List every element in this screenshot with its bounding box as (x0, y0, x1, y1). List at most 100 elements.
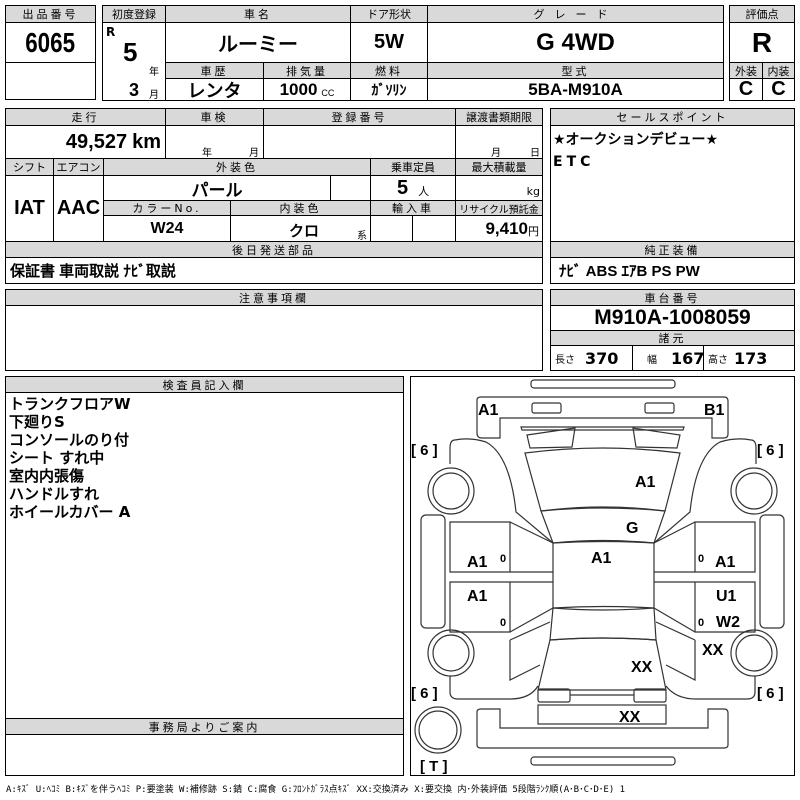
int-score-label: 内装 (762, 62, 795, 79)
width-value: 167 (671, 348, 704, 368)
inspector-note: ハンドルすれ (9, 485, 100, 503)
int-color-value: クロ (289, 222, 320, 240)
grade-label: グレード (427, 5, 724, 23)
inspection-year-unit: 年 (202, 148, 212, 159)
legend: A:ｷｽﾞ U:ﾍｺﾐ B:ｷｽﾞを伴うﾍｺﾐ P:要塗装 W:補修跡 S:錆 … (6, 785, 626, 795)
color-no-label: カラーNo. (103, 200, 231, 216)
damage-mark-right-front-door: A1 (715, 554, 736, 571)
reg-number-value (263, 125, 456, 159)
height-label: 高さ (708, 354, 728, 366)
shift: IAT (5, 175, 54, 242)
tire-tread-rear-right: [ 6 ] (757, 685, 784, 702)
max-load-label: 最大積載量 (455, 158, 543, 176)
chassis-label: 車台番号 (550, 289, 795, 306)
aircon-label: エアコン (53, 158, 104, 176)
damage-mark-right-rear-door-1: U1 (716, 588, 737, 605)
later-parts-label: 後日発送部品 (5, 241, 543, 258)
later-parts: 保証書 車両取説 ﾅﾋﾞ取説 (5, 257, 543, 284)
lot-blank (5, 62, 96, 100)
capacity-unit: 人 (418, 186, 430, 198)
specs-label: 諸元 (550, 330, 795, 346)
fuel: ｶﾞｿﾘﾝ (350, 78, 428, 101)
damage-mark-hood: A1 (635, 474, 656, 491)
damage-mark-left-rear-door: A1 (467, 588, 488, 605)
ext-score: C (729, 78, 763, 101)
year-unit: 年 (149, 67, 159, 78)
sales-point: ★オークションデビュー★ ETC (550, 125, 795, 242)
inspector-note: 室内内張傷 (9, 467, 85, 485)
lot-number: 6065 (5, 22, 96, 63)
aircon: AAC (53, 175, 104, 242)
damage-mark-windshield: G (626, 520, 638, 537)
car-outline (414, 379, 785, 766)
notes-label: 注意事項欄 (5, 289, 543, 306)
office-body (5, 734, 404, 776)
recycle-label: リサイクル預託金 (455, 200, 543, 216)
era: R (106, 25, 116, 39)
inspection-month-unit: 月 (249, 148, 259, 159)
damage-mark-left-front-door: A1 (467, 554, 488, 571)
transfer-month-unit: 月 (491, 148, 501, 159)
recycle-value: 9,410 (485, 218, 528, 238)
tire-tread-spare: [ T ] (420, 758, 448, 775)
damage-mark-roof: A1 (591, 550, 612, 567)
sales-point-line: ★オークションデビュー★ (553, 132, 719, 148)
damage-mark-right-rear-door-2: W2 (716, 614, 740, 631)
damage-mark-trunk: XX (631, 659, 653, 676)
width: 幅 167 (632, 345, 704, 371)
reg-month: 3 (129, 80, 140, 100)
reg-number-label: 登録番号 (263, 108, 456, 126)
import-cell-2 (412, 215, 456, 242)
sales-point-label: セールスポイント (550, 108, 795, 126)
damage-mark-front-right-bumper: B1 (704, 402, 725, 419)
transfer-day-unit: 日 (530, 148, 540, 159)
damage-mark-rear-panel: XX (619, 709, 641, 726)
transfer-value: 月 日 (455, 125, 543, 159)
capacity-label: 乗車定員 (370, 158, 456, 176)
score: R (729, 22, 795, 63)
office-label: 事務局よりご案内 (5, 718, 404, 735)
chassis-number: M910A-1008059 (550, 305, 795, 331)
equipment: ﾅﾋﾞ ABS ｴｱB PS PW (550, 257, 795, 284)
displacement-value: 1000 (279, 79, 318, 99)
sales-point-line: ETC (553, 154, 595, 170)
history-label: 車歴 (165, 62, 264, 79)
length-value: 370 (585, 348, 619, 368)
damage-mark-door-0-rr: 0 (698, 617, 704, 629)
shift-label: シフト (5, 158, 54, 176)
int-color-unit: 系 (357, 231, 367, 242)
recycle-unit: 円 (528, 226, 539, 238)
width-label: 幅 (647, 354, 657, 366)
inspector-note: ホイールカバー A (9, 503, 131, 521)
month-unit: 月 (149, 90, 159, 101)
mileage-unit: km (132, 130, 161, 153)
tire-tread-front-right: [ 6 ] (757, 442, 784, 459)
damage-mark-door-0-lf: 0 (500, 553, 506, 565)
inspector-note: トランクフロアW (9, 395, 131, 413)
int-score: C (762, 78, 795, 101)
grade: G 4WD (427, 22, 724, 63)
equipment-label: 純正装備 (550, 241, 795, 258)
inspector-note: コンソールのり付 (9, 431, 130, 449)
door-type: 5W (350, 22, 428, 63)
tire-tread-rear-left: [ 6 ] (411, 685, 438, 702)
import-cell-1 (370, 215, 413, 242)
damage-mark-door-0-rf: 0 (698, 553, 704, 565)
inspector-note: シート すれ中 (9, 449, 105, 467)
mileage-value: 49,527 (65, 130, 128, 153)
history: レンタ (165, 78, 264, 101)
score-label: 評価点 (729, 5, 795, 23)
mileage-label: 走行 (5, 108, 166, 126)
import-label: 輸入車 (370, 200, 456, 216)
lot-label: 出品番号 (5, 5, 96, 23)
model-code: 5BA-M910A (427, 78, 724, 101)
int-color-label: 内装色 (230, 200, 371, 216)
notes-body (5, 305, 543, 371)
damage-mark-door-0-lr: 0 (500, 617, 506, 629)
